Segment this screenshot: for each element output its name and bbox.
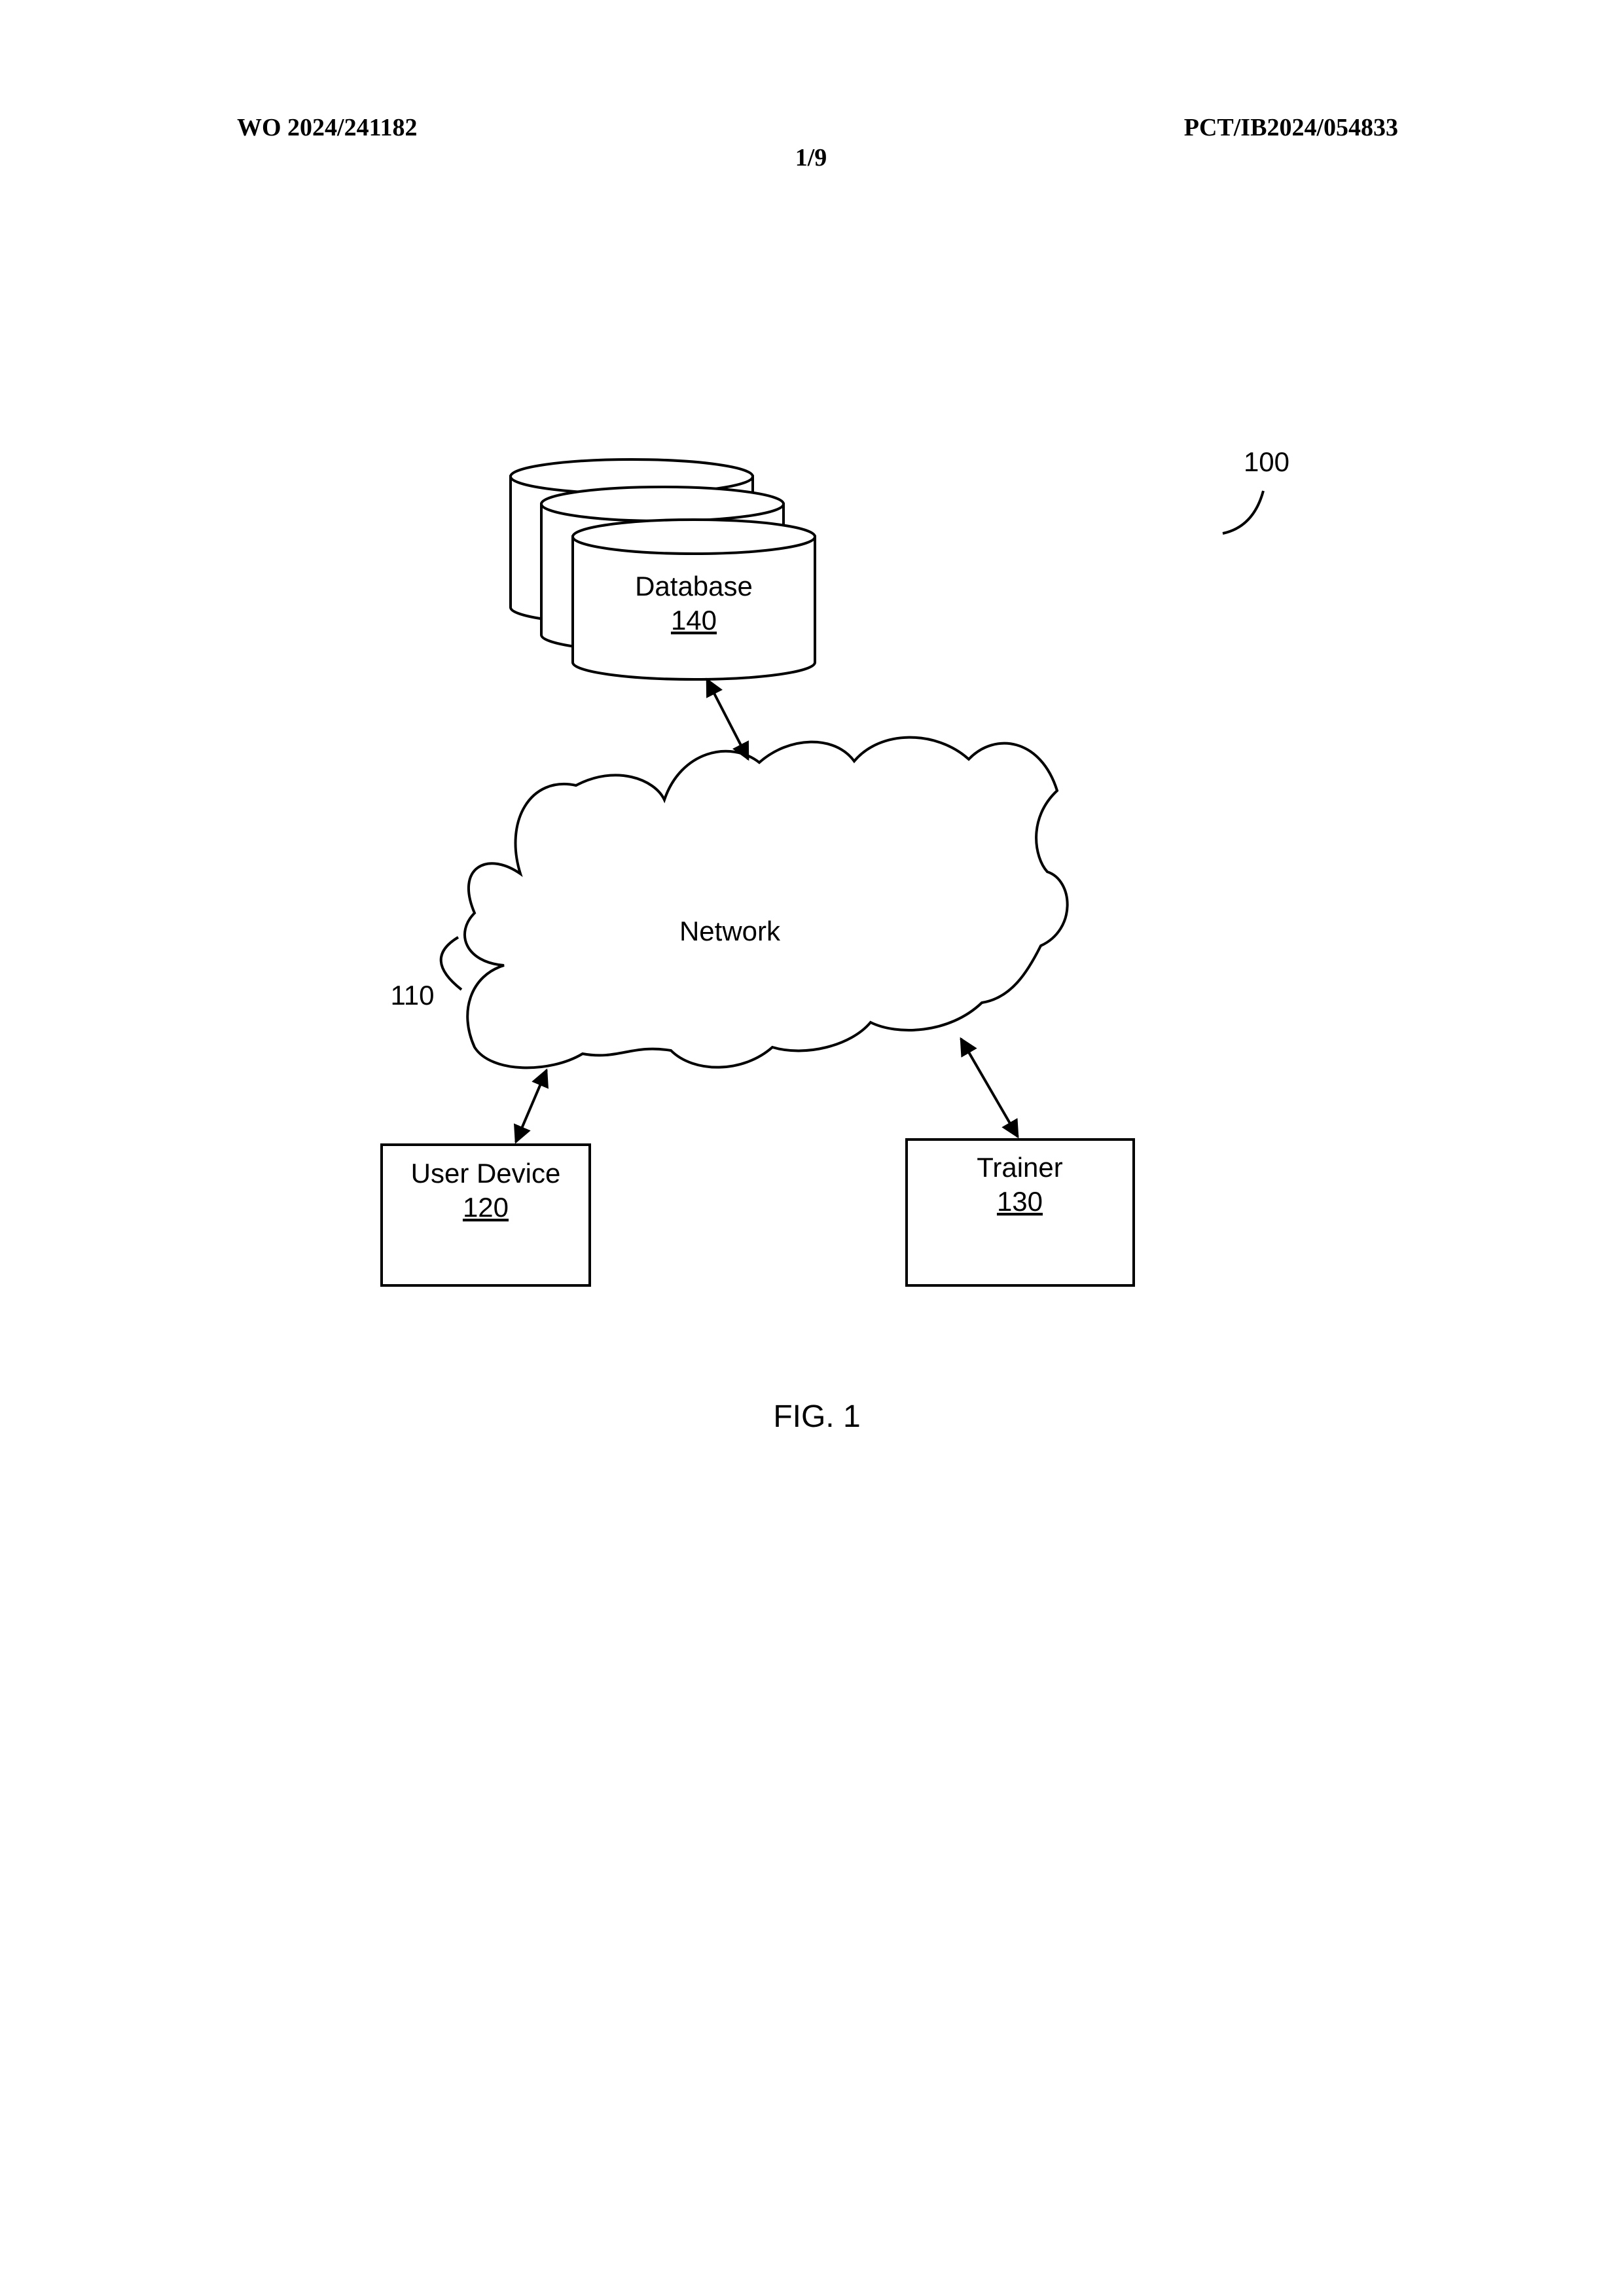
trainer-ref: 130 bbox=[997, 1186, 1043, 1217]
figure-caption: FIG. 1 bbox=[773, 1399, 860, 1434]
trainer-label: Trainer bbox=[977, 1152, 1062, 1183]
user-device-ref: 120 bbox=[463, 1192, 509, 1223]
network-ref-label: 110 bbox=[391, 980, 435, 1011]
system-ref-leader bbox=[1223, 491, 1263, 533]
user-device-label: User Device bbox=[411, 1158, 561, 1189]
network-ref-leader bbox=[441, 937, 461, 990]
network-cloud-icon bbox=[465, 738, 1068, 1068]
network-label: Network bbox=[679, 916, 781, 946]
database-label: Database bbox=[635, 571, 753, 601]
system-ref-label: 100 bbox=[1244, 446, 1289, 477]
database-ref: 140 bbox=[671, 605, 717, 636]
database-icon bbox=[511, 459, 815, 679]
network-trainer-arrow bbox=[961, 1039, 1018, 1137]
network-user-device-arrow bbox=[516, 1070, 547, 1142]
database-network-arrow bbox=[707, 679, 748, 759]
